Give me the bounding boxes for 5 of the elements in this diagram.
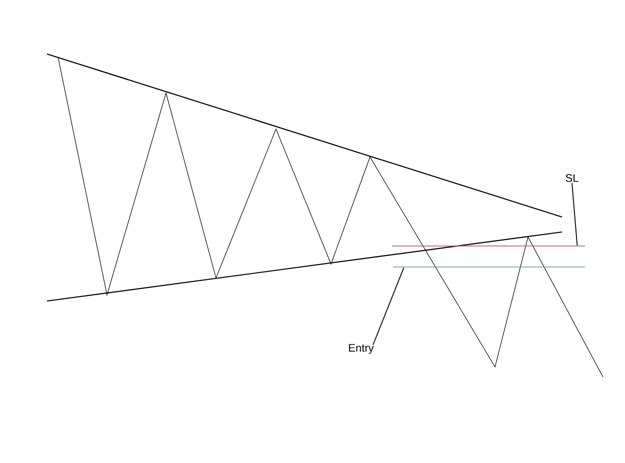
leader-line — [372, 267, 404, 346]
price-level-line — [392, 266, 586, 268]
text-label: Entry — [349, 344, 374, 354]
leader-line — [572, 182, 578, 246]
text-label: SL — [566, 174, 578, 182]
